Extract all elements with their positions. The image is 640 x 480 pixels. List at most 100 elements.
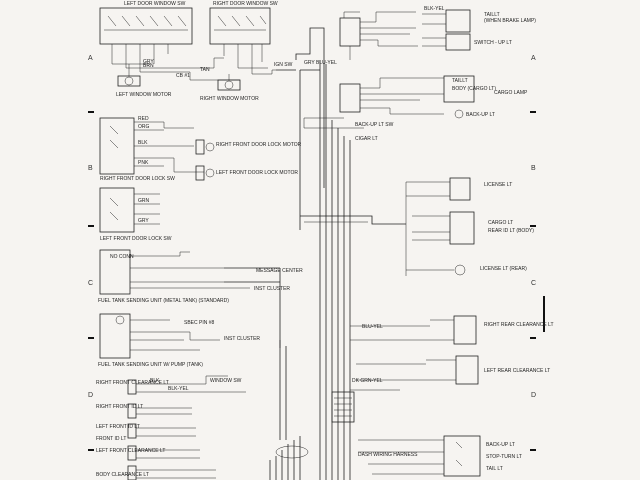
motor-symbol <box>224 80 234 90</box>
c-cross-wires <box>224 267 281 348</box>
connector-a2 <box>339 83 361 113</box>
motor-feeds <box>128 64 230 80</box>
taillight-label: TAILLT <box>484 12 500 18</box>
zone-b-right: B <box>531 165 536 172</box>
license-bulb <box>454 264 466 276</box>
left-rear-clearance <box>455 355 479 385</box>
license-lt-label: LICENSE LT <box>484 182 512 188</box>
rear-lamp-assy <box>443 435 481 477</box>
pump-wiring <box>130 319 220 351</box>
d-item-4: FRONT ID LT <box>96 436 126 442</box>
backup-bulb <box>454 109 464 119</box>
wire-pnk: PNK <box>138 160 149 166</box>
right-b-wiring <box>405 181 454 276</box>
zone-divider <box>88 337 94 339</box>
body-lt-label: BODY (CARGO LT) <box>452 86 496 92</box>
fuel-tank-sending-unit <box>99 249 131 295</box>
zone-d-left: D <box>88 392 93 399</box>
window-feed-wire <box>276 27 325 188</box>
connector-pins <box>334 397 352 417</box>
right-window-motor <box>217 79 241 91</box>
right-front-door-lock-sw <box>99 117 135 175</box>
fuel-pump-sending-unit <box>99 313 131 359</box>
zone-divider <box>530 225 536 227</box>
d-item-6: BODY CLEARANCE LT <box>96 472 149 478</box>
d-item-5: LEFT FRONT CLEARANCE LT <box>96 448 165 454</box>
right-lock-sw-label: RIGHT FRONT DOOR LOCK SW <box>100 176 175 182</box>
right-a2-wiring <box>360 77 444 115</box>
zone-c-left: C <box>88 280 93 287</box>
inst-cluster-label: INST CLUSTER <box>254 286 290 292</box>
no-conn-label: NO CONN <box>110 254 134 260</box>
main-harness <box>299 60 351 480</box>
bottom-harness <box>269 340 301 480</box>
bottom-right-wiring <box>358 439 463 475</box>
left-d-connectors <box>127 379 137 480</box>
harness-code: GRY BLU-YEL <box>304 60 337 66</box>
wire-org: ORG <box>138 124 150 130</box>
splice-ellipse <box>275 445 309 459</box>
cross-wire-b <box>300 215 406 225</box>
dash-harness-label: DASH WIRING HARNESS <box>358 452 418 458</box>
edge-mark <box>543 296 545 332</box>
connector-a1 <box>339 17 361 47</box>
zone-divider <box>530 111 536 113</box>
d-item-2: RIGHT FRONT ID LT <box>96 404 143 410</box>
right-rear-clearance <box>453 315 477 345</box>
zone-c-right: C <box>531 280 536 287</box>
tail-label: TAILLT <box>452 78 468 84</box>
pump-icon <box>115 315 125 325</box>
taillight-note: (WHEN BRAKE LAMP) <box>484 18 536 24</box>
taillight-lamp <box>445 9 471 33</box>
wire-blu-yel: BLU-YEL <box>362 324 383 330</box>
license-rear-label: LICENSE LT (REAR) <box>480 266 527 272</box>
lock-wiring <box>109 121 204 225</box>
zone-divider <box>530 337 536 339</box>
cargo-rear-lamp <box>449 211 475 245</box>
circuit-breaker-label: CB #1 <box>176 73 190 79</box>
d-item-1: RIGHT FRONT CLEARANCE LT <box>96 380 169 386</box>
zone-b-left: B <box>88 165 93 172</box>
wire-blk: BLK <box>138 140 148 146</box>
zone-a-right: A <box>531 55 536 62</box>
right-d-wiring <box>350 319 456 391</box>
tail-lt-label: TAIL LT <box>486 466 503 472</box>
zone-d-right: D <box>531 392 536 399</box>
cargo-lt-label: CARGO LT <box>488 220 513 226</box>
lock-motor-r-conn <box>195 139 205 155</box>
fuel-wiring <box>130 251 250 289</box>
wire-red: RED <box>138 116 149 122</box>
backup-lt-label: BACK-UP LT <box>466 112 495 118</box>
bottom-connector <box>331 391 355 423</box>
fuel-sender-label: FUEL TANK SENDING UNIT (METAL TANK) (STA… <box>98 298 229 304</box>
left-door-window-switch <box>99 7 193 45</box>
motor-symbol <box>124 76 134 86</box>
right-lock-motor-label: RIGHT FRONT DOOR LOCK MOTOR <box>216 142 302 148</box>
rear-id-label: REAR ID LT (BODY) <box>488 228 534 234</box>
fuel-unit2-label: FUEL TANK SENDING UNIT W/ PUMP (TANK) <box>98 362 203 368</box>
wire-brn: BRN <box>143 63 154 69</box>
wire-blk-yel: BLK-YEL <box>424 6 445 12</box>
cigar-lt-label: CIGAR LT <box>355 136 378 142</box>
wire-gry: GRY <box>143 59 154 65</box>
sbec-label: SBEC PIN #8 <box>184 320 215 326</box>
wire-tan: TAN <box>200 67 210 73</box>
zone-divider <box>530 449 536 451</box>
lock-motor-icon <box>205 142 215 152</box>
backup-sw-label: BACK-UP LT SW <box>355 122 394 128</box>
window-sw-label: WINDOW SW <box>210 378 242 384</box>
left-lock-motor-label: LEFT FRONT DOOR LOCK MOTOR <box>216 170 298 176</box>
switch-lt-label: SWITCH - UP LT <box>474 40 512 46</box>
left-rear-label: LEFT REAR CLEARANCE LT <box>484 368 550 374</box>
wire-gry2: GRY <box>138 218 149 224</box>
backup-lt-2-label: BACK-UP LT <box>486 442 515 448</box>
wire-dk-grn: DK GRN-YEL <box>352 378 383 384</box>
left-lock-sw-label: LEFT FRONT DOOR LOCK SW <box>100 236 172 242</box>
backup-wire <box>303 117 364 129</box>
zone-divider <box>88 449 94 451</box>
switch-contacts <box>104 15 276 81</box>
wire-blk-d: BLK <box>150 378 160 384</box>
zone-a-left: A <box>88 55 93 62</box>
right-door-window-switch <box>209 7 271 45</box>
